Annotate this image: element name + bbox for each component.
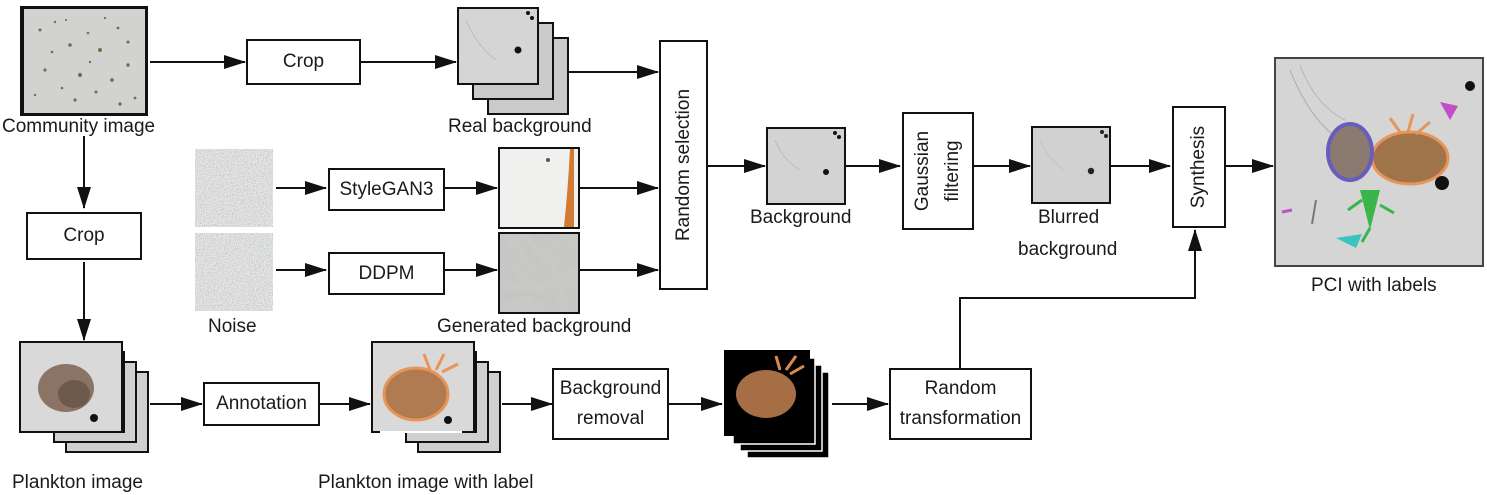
gaussian-filtering-label-line2: filtering xyxy=(942,140,963,202)
crop-box-left: Crop xyxy=(26,212,142,260)
random-selection-label: Random selection xyxy=(672,88,694,242)
community-image xyxy=(20,6,148,116)
community-image-label: Community image xyxy=(2,116,156,137)
gaussian-filtering-label: Gaussian filtering xyxy=(908,131,968,211)
synthesis-box: Synthesis xyxy=(1172,106,1226,228)
random-transformation-label-line1: Random xyxy=(924,378,997,399)
generated-background-label: Generated background xyxy=(437,316,632,337)
gaussian-filtering-box: Gaussian filtering xyxy=(902,112,974,230)
synthesis-label: Synthesis xyxy=(1188,125,1209,209)
gaussian-filtering-label-line1: Gaussian xyxy=(912,130,933,212)
stylegan3-box: StyleGAN3 xyxy=(328,168,445,211)
background-removal-box: Background removal xyxy=(552,368,669,440)
plankton-image-with-label-label: Plankton image with label xyxy=(318,472,534,493)
ddpm-label: DDPM xyxy=(358,262,415,284)
blurred-background-label-line1: Blurred xyxy=(1038,207,1100,228)
annotation-label: Annotation xyxy=(216,393,307,414)
crop-box-top-label: Crop xyxy=(282,51,325,72)
ddpm-box: DDPM xyxy=(328,252,445,295)
background-removed-stack xyxy=(724,350,830,459)
real-background-stack xyxy=(457,7,569,115)
annotation-box: Annotation xyxy=(203,382,320,426)
real-background-label: Real background xyxy=(448,116,592,137)
background-removal-label-line2: removal xyxy=(576,408,645,429)
generated-background-1 xyxy=(498,147,580,229)
crop-box-left-label: Crop xyxy=(63,225,105,246)
blurred-background-label-line2: background xyxy=(1018,239,1118,260)
connectors xyxy=(77,55,1274,411)
background-image xyxy=(766,127,846,205)
background-removal-label-line1: Background xyxy=(559,378,662,399)
noise-image-1 xyxy=(195,149,273,227)
pci-with-labels-label: PCI with labels xyxy=(1311,275,1437,296)
stylegan3-label: StyleGAN3 xyxy=(339,178,434,200)
crop-box-top: Crop xyxy=(246,39,361,85)
blurred-background-image xyxy=(1031,126,1111,204)
generated-background-2 xyxy=(498,232,580,314)
random-selection-box: Random selection xyxy=(659,40,708,290)
background-label: Background xyxy=(750,207,852,228)
plankton-image-with-label-stack xyxy=(371,341,501,453)
noise-label: Noise xyxy=(208,316,257,337)
random-transformation-box: Random transformation xyxy=(889,368,1032,440)
noise-image-2 xyxy=(195,233,273,311)
random-transformation-label-line2: transformation xyxy=(899,408,1022,429)
plankton-image-stack xyxy=(19,341,149,453)
pci-with-labels-image xyxy=(1274,57,1484,267)
plankton-image-label: Plankton image xyxy=(12,472,143,493)
